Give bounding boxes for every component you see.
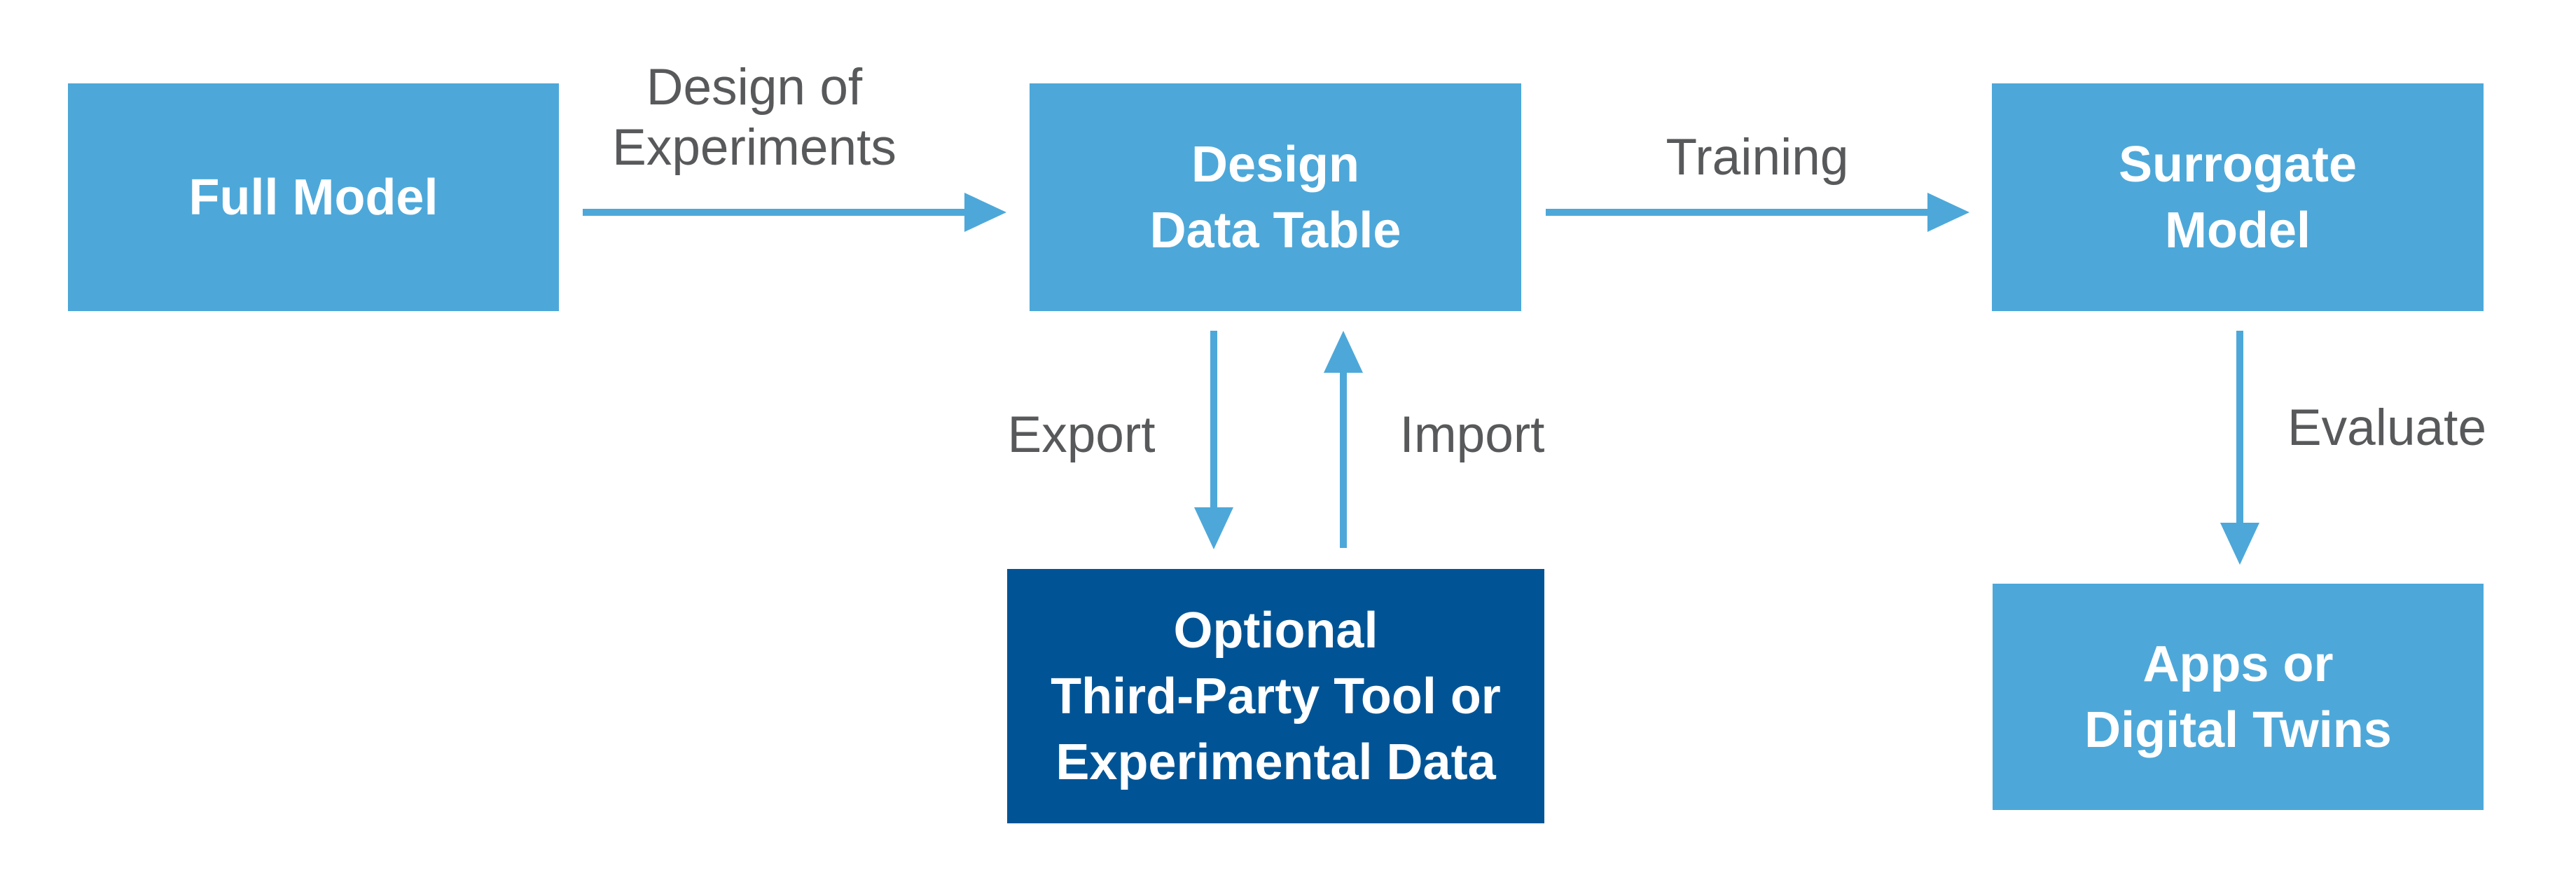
arrow-down-icon: [2220, 523, 2259, 565]
arrow-shaft: [1340, 371, 1347, 548]
edge-label-import: Import: [1399, 406, 1545, 463]
arrow-shaft: [2236, 331, 2243, 525]
arrow-shaft: [583, 209, 967, 216]
edge-label-export: Export: [1007, 406, 1156, 463]
node-full-model: Full Model: [68, 83, 559, 311]
edge-label-training: Training: [1666, 129, 1849, 186]
arrow-up-icon: [1324, 331, 1363, 373]
node-design-data-table: Design Data Table: [1030, 83, 1521, 311]
node-third-party-tool: Optional Third-Party Tool or Experimenta…: [1007, 569, 1544, 823]
arrow-shaft: [1210, 331, 1217, 509]
edge-label-evaluate: Evaluate: [2287, 399, 2487, 456]
arrow-shaft: [1546, 209, 1930, 216]
arrow-right-icon: [964, 193, 1006, 232]
edge-label-design-of-experiments: Design of Experiments: [612, 59, 896, 176]
arrow-down-icon: [1194, 507, 1233, 549]
arrow-right-icon: [1927, 193, 1969, 232]
node-surrogate-model: Surrogate Model: [1992, 83, 2484, 311]
node-apps-digital-twins: Apps or Digital Twins: [1993, 584, 2484, 810]
